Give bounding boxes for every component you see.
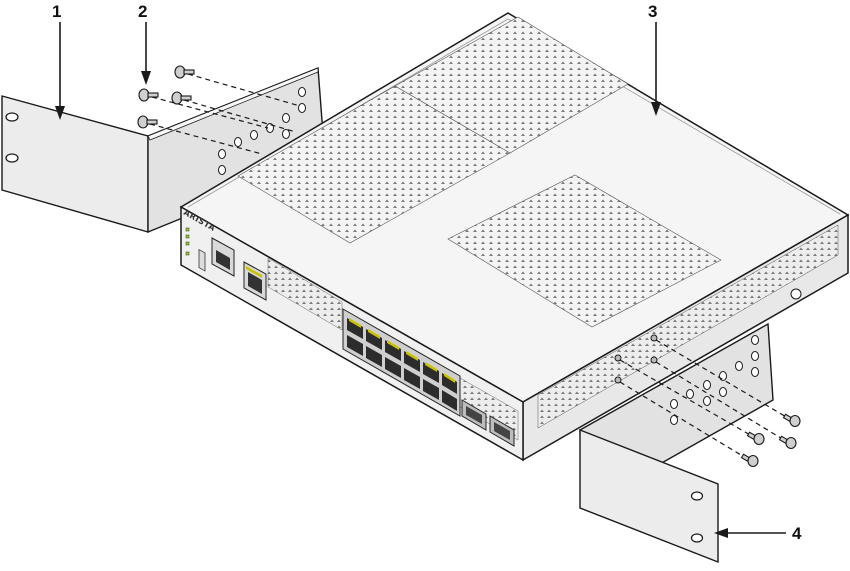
bracket-hole [298,103,306,113]
bracket-hole [703,396,711,406]
sfp-ports [461,399,515,447]
bracket-ear-hole [5,112,19,122]
bracket-ear-hole [690,491,704,501]
screw-icon [137,115,158,129]
right-screws [614,334,801,468]
screw-icon [740,453,759,468]
bracket-ear-hole [5,153,19,163]
bracket-hole [218,149,226,159]
bracket-hole [751,335,759,345]
screw-icon [138,88,159,102]
bracket-hole [751,367,759,377]
bracket-hole [751,351,759,361]
screw-icon [174,65,195,79]
screw-icon [171,91,192,105]
callout-3: 3 [648,2,657,21]
bracket-hole [670,415,678,425]
usb-port [198,248,206,272]
bracket-hole [282,113,290,123]
bracket-hole [719,387,727,397]
bracket-hole [218,165,226,175]
screw-icon [782,413,801,428]
ethernet-port-block [342,308,461,417]
callout-2: 2 [138,2,147,21]
switch-chassis: ARISTA [179,12,850,462]
bracket-hole [735,361,743,371]
callout-1: 1 [52,2,61,21]
side-mount-hole [790,288,802,300]
bracket-hole [234,137,242,147]
screw-icon [746,431,765,446]
bracket-ear-hole [690,533,704,543]
status-leds [185,227,190,256]
bracket-hole [282,129,290,139]
bracket-hole [298,87,306,97]
management-ports [211,237,267,301]
screw-icon [778,435,797,450]
bracket-hole [703,380,711,390]
bracket-hole [686,389,694,399]
callouts: 1 2 3 4 [52,2,802,543]
left-mounting-bracket [1,66,326,234]
callout-4: 4 [792,524,802,543]
bracket-hole [250,130,258,140]
left-screws [137,65,301,155]
bracket-hole [719,371,727,381]
bracket-hole [670,399,678,409]
